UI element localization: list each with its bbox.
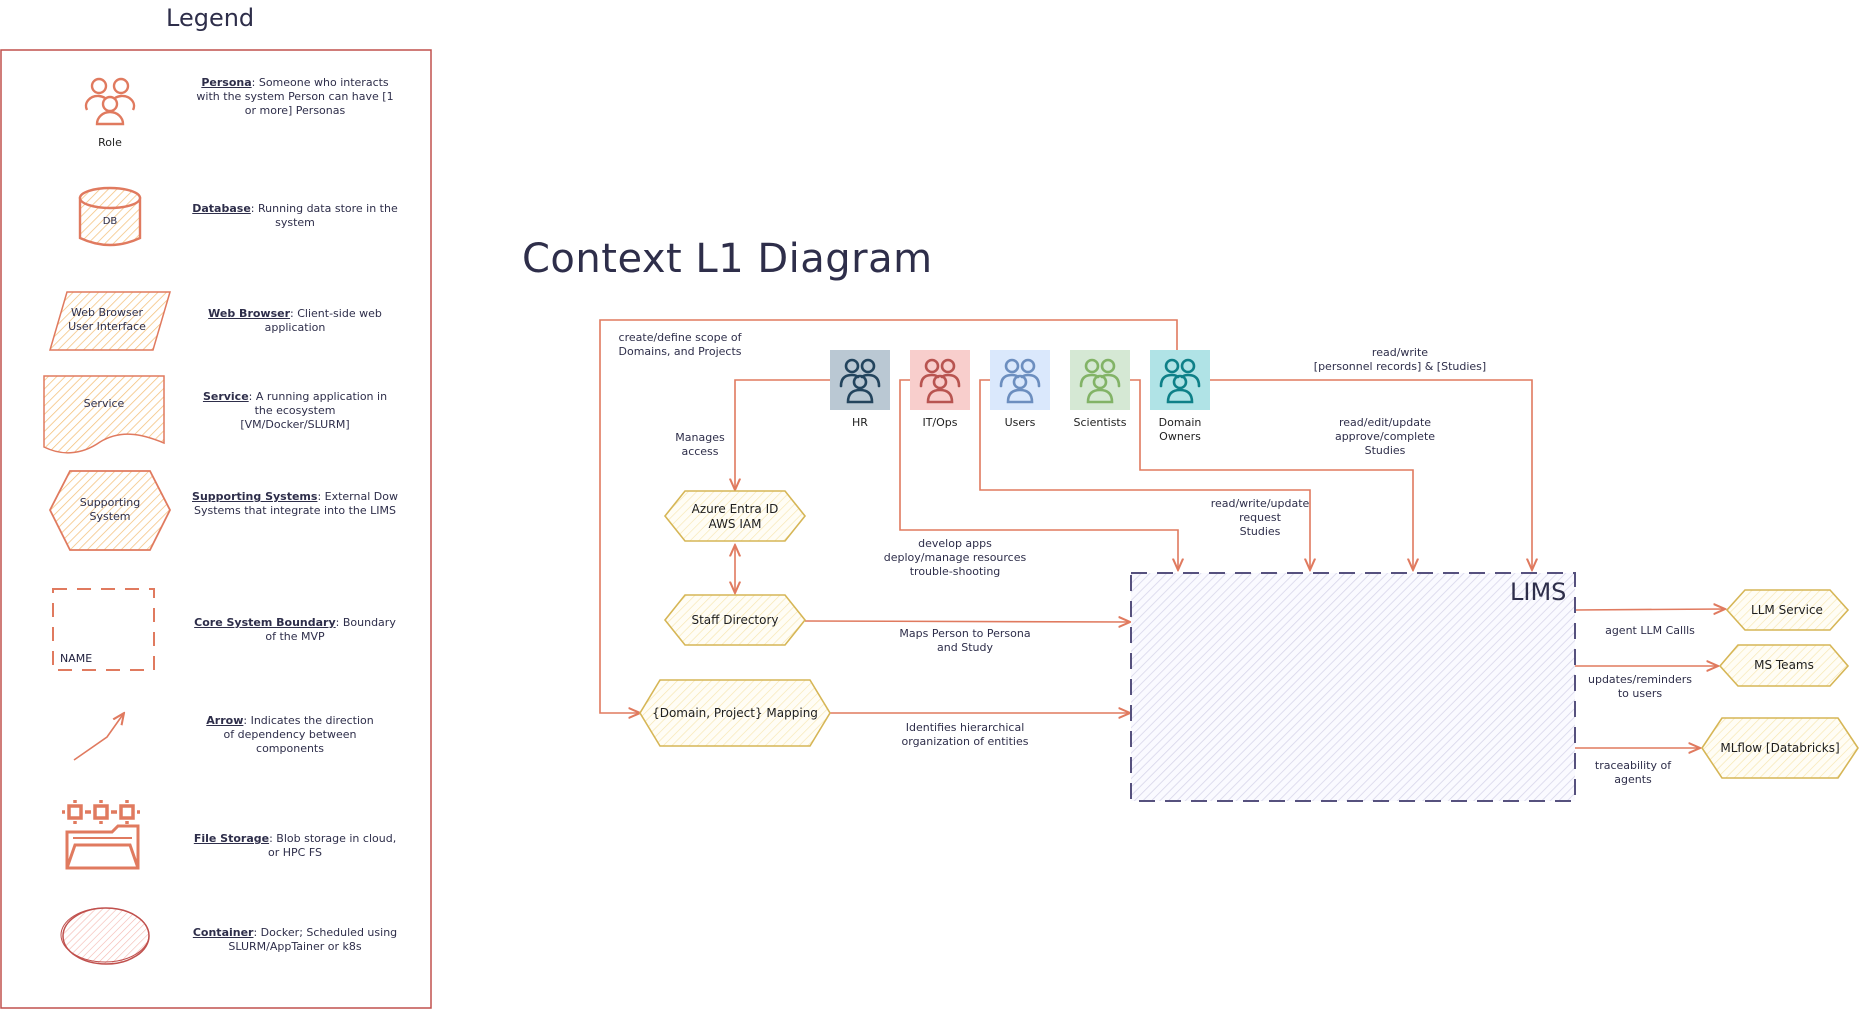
legend-file-storage-term: File Storage bbox=[193, 832, 270, 845]
lims-boundary bbox=[1130, 572, 1576, 802]
users-group-icon bbox=[1159, 358, 1201, 404]
legend-database-text: Database: Running data store in the syst… bbox=[190, 202, 400, 230]
label-updates-reminders: updates/reminders to users bbox=[1588, 673, 1692, 700]
legend-persona-desc: : Someone who interacts with the system … bbox=[196, 76, 394, 117]
legend-database-desc: : Running data store in the system bbox=[250, 202, 398, 229]
label-read-write-records: read/write [personnel records] & [Studie… bbox=[1313, 346, 1487, 373]
label-agent-llm: agent LLM Callls bbox=[1605, 624, 1695, 637]
legend-service-shape bbox=[43, 375, 165, 454]
label-create-scope: create/define scope of Domains, and Proj… bbox=[618, 331, 742, 358]
legend-service-text: Service: A running application in the ec… bbox=[200, 390, 390, 432]
label-rwu-request: read/write/update request Studies bbox=[1210, 497, 1310, 538]
legend-web-browser-shape bbox=[48, 291, 172, 351]
label-traceability: traceability of agents bbox=[1594, 759, 1672, 786]
legend-db-label: DB bbox=[102, 216, 118, 227]
persona-label-scientists: Scientists bbox=[1073, 416, 1127, 429]
persona-label-users: Users bbox=[1004, 416, 1036, 429]
edge-scientists-to-lims bbox=[1130, 379, 1413, 570]
legend-persona-icon bbox=[84, 77, 136, 126]
legend-database-icon bbox=[78, 186, 142, 247]
llm-node-shape bbox=[1725, 589, 1850, 631]
legend-web-browser-text: Web Browser: Client-side web application bbox=[190, 307, 400, 335]
legend-database-term: Database bbox=[192, 202, 251, 215]
legend-persona-term: Persona bbox=[201, 76, 252, 89]
legend-service-desc: : A running application in the ecosystem… bbox=[240, 390, 388, 431]
staff-directory-node-shape bbox=[663, 594, 807, 646]
legend-container-desc: : Docker; Scheduled using SLURM/AppTaine… bbox=[228, 926, 398, 953]
legend-arrow-shape bbox=[73, 713, 124, 761]
legend-service-label: Service bbox=[83, 397, 125, 410]
legend-arrow-text: Arrow: Indicates the direction of depend… bbox=[200, 714, 380, 756]
edge-itops-to-lims bbox=[899, 379, 1178, 570]
azure-node[interactable]: Azure Entra ID AWS IAM bbox=[691, 502, 779, 531]
legend-web-browser-label: Web Browser User Interface bbox=[68, 306, 146, 333]
ms-teams-node[interactable]: MS Teams bbox=[1754, 658, 1814, 672]
users-group-icon bbox=[1079, 358, 1121, 404]
users-group-icon bbox=[919, 358, 961, 404]
legend-file-storage-text: File Storage: Blob storage in cloud, or … bbox=[190, 832, 400, 860]
legend-persona-text: Persona: Someone who interacts with the … bbox=[190, 76, 400, 118]
azure-node-shape bbox=[663, 490, 807, 542]
legend-title: Legend bbox=[166, 4, 255, 32]
legend-supporting-systems-text: Supporting Systems: External Dow Systems… bbox=[190, 490, 400, 518]
edge-users-to-lims bbox=[979, 379, 1310, 570]
legend-file-storage-icon bbox=[62, 800, 140, 870]
legend-boundary-name-label: NAME bbox=[60, 652, 93, 665]
legend-service-term: Service bbox=[202, 390, 249, 403]
persona-scientists[interactable] bbox=[1070, 350, 1130, 410]
llm-service-node[interactable]: LLM Service bbox=[1751, 603, 1823, 617]
staff-directory-node[interactable]: Staff Directory bbox=[691, 613, 779, 627]
mlflow-node-shape bbox=[1701, 717, 1859, 779]
legend-supporting-systems-term: Supporting Systems bbox=[192, 490, 318, 503]
label-maps-person: Maps Person to Persona and Study bbox=[899, 627, 1031, 654]
edge-domain-owners-to-lims bbox=[1210, 379, 1532, 570]
legend-supporting-systems-desc: : External Dow Systems that integrate in… bbox=[194, 490, 398, 517]
label-develop-apps: develop apps deploy/manage resources tro… bbox=[883, 537, 1027, 578]
legend-container-text: Container: Docker; Scheduled using SLURM… bbox=[190, 926, 400, 954]
legend-arrow-desc: : Indicates the direction of dependency … bbox=[223, 714, 374, 755]
persona-users[interactable] bbox=[990, 350, 1050, 410]
users-group-icon bbox=[999, 358, 1041, 404]
legend-role-label: Role bbox=[98, 136, 122, 149]
diagram-title: Context L1 Diagram bbox=[522, 236, 933, 282]
legend-frame bbox=[0, 49, 432, 1009]
label-read-edit-update: read/edit/update approve/complete Studie… bbox=[1334, 416, 1436, 457]
mlflow-node[interactable]: MLflow [Databricks] bbox=[1720, 741, 1840, 755]
legend-boundary-desc: : Boundary of the MVP bbox=[265, 616, 396, 643]
label-identifies: Identifies hierarchical organization of … bbox=[901, 721, 1029, 748]
legend-container-shape bbox=[60, 907, 150, 965]
legend-boundary-text: Core System Boundary: Boundary of the MV… bbox=[190, 616, 400, 644]
persona-label-hr: HR bbox=[852, 416, 868, 429]
edge-lims-to-llm bbox=[1574, 609, 1725, 610]
legend-container-term: Container bbox=[192, 926, 254, 939]
edge-hr-to-azure bbox=[735, 379, 830, 490]
persona-label-it-ops: IT/Ops bbox=[922, 416, 958, 429]
legend-boundary-term: Core System Boundary bbox=[194, 616, 336, 629]
persona-domain-owners[interactable] bbox=[1150, 350, 1210, 410]
persona-label-domain-owners: Domain Owners bbox=[1158, 416, 1202, 443]
persona-it-ops[interactable] bbox=[910, 350, 970, 410]
legend-web-browser-term: Web Browser bbox=[208, 307, 291, 320]
edge-staff-directory-to-lims bbox=[804, 621, 1130, 622]
users-group-icon bbox=[839, 358, 881, 404]
legend-web-browser-desc: : Client-side web application bbox=[264, 307, 382, 334]
legend-file-storage-desc: : Blob storage in cloud, or HPC FS bbox=[268, 832, 397, 859]
label-manages-access: Manages access bbox=[675, 431, 725, 458]
legend-supporting-system-shape bbox=[48, 470, 172, 551]
teams-node-shape bbox=[1718, 644, 1850, 687]
persona-hr[interactable] bbox=[830, 350, 890, 410]
legend-supporting-system-label: Supporting System bbox=[79, 496, 141, 523]
mapping-node[interactable]: {Domain, Project} Mapping bbox=[652, 706, 818, 720]
lims-title[interactable]: LIMS bbox=[1510, 578, 1567, 606]
legend-arrow-term: Arrow bbox=[206, 714, 244, 727]
legend-boundary-shape bbox=[52, 588, 155, 671]
mapping-node-shape bbox=[639, 679, 831, 747]
edge-domain-owners-to-mapping bbox=[599, 319, 1178, 713]
